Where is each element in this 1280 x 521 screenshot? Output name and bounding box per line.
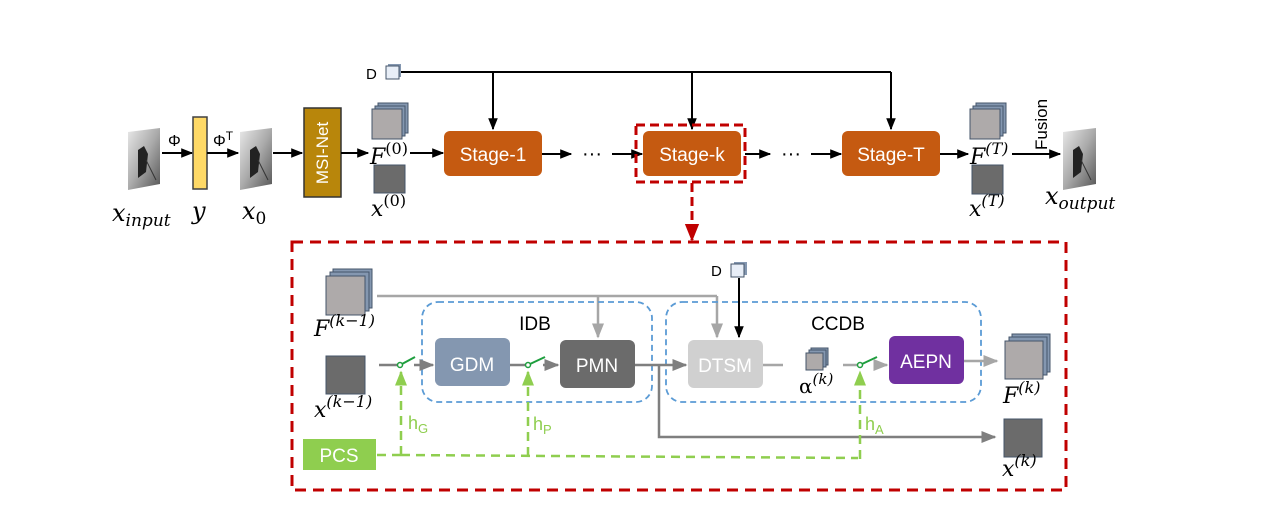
switch-p-lever[interactable] — [529, 356, 546, 365]
d-dictionary-icon — [385, 64, 401, 80]
stage-k-block[interactable] — [643, 131, 741, 176]
switch-p-pivot — [524, 361, 532, 369]
x-input-label: xinput — [112, 199, 171, 231]
fk-feature-stack-icon — [1004, 333, 1051, 380]
output-image — [1063, 128, 1096, 190]
x-prev-label: x(k−1) — [314, 392, 372, 423]
switch-a-lever[interactable] — [861, 356, 878, 365]
pcs-control-line — [377, 453, 859, 460]
switch-g-lever[interactable] — [401, 356, 416, 365]
gdm-block[interactable] — [435, 338, 510, 386]
pcs-label: PCS — [319, 446, 358, 467]
h-p-label: hP — [533, 414, 552, 437]
xt-label: x(T) — [969, 191, 1005, 222]
ccdb-label: CCDB — [811, 314, 865, 335]
idb-container — [421, 301, 653, 403]
phi-label: Φ — [168, 133, 181, 150]
msi-net-block — [303, 107, 342, 198]
pmn-block[interactable] — [560, 340, 635, 388]
input-image — [128, 128, 160, 190]
dtsm-block[interactable] — [688, 340, 763, 388]
stage-k-detail-panel — [290, 240, 1068, 492]
stage-t-block[interactable] — [842, 131, 940, 176]
alpha-feature-stack-icon — [805, 347, 829, 371]
f-prev-feature-stack-icon — [325, 268, 373, 316]
f-prev-label: F(k−1) — [313, 311, 375, 342]
x0-label: x0 — [242, 197, 266, 229]
phi-t-label: ΦT — [213, 129, 234, 150]
x-prev-state-icon — [325, 355, 366, 395]
alpha-label: α(k) — [799, 370, 833, 398]
f0-feature-stack-icon — [371, 102, 409, 140]
pmn-to-xk-route — [657, 365, 997, 443]
h-g-label: hG — [408, 413, 428, 436]
f0-label: F(0) — [369, 139, 408, 170]
pmn-label: PMN — [576, 356, 618, 377]
ellipsis-1: ··· — [582, 143, 602, 165]
d-detail-label: D — [711, 263, 722, 280]
xt-state-icon — [971, 164, 1004, 195]
h-a-label: hA — [865, 414, 884, 437]
y-measurement-block — [192, 116, 208, 190]
ccdb-container — [665, 301, 982, 403]
gdm-label: GDM — [450, 355, 494, 376]
xk-label: x(k) — [1002, 451, 1037, 482]
x-output-label: xoutput — [1045, 182, 1115, 214]
stage-1-label: Stage-1 — [460, 145, 527, 166]
switch-g-pivot — [396, 361, 404, 369]
dtsm-label: DTSM — [698, 356, 752, 377]
x0-state-icon — [373, 164, 406, 194]
ft-label: F(T) — [969, 139, 1008, 170]
pcs-block[interactable] — [303, 439, 376, 470]
stage-t-label: Stage-T — [857, 145, 925, 166]
xk-state-icon — [1003, 418, 1043, 458]
fk-label: F(k) — [1002, 378, 1040, 409]
d-detail-icon — [730, 262, 747, 278]
switch-a-pivot — [856, 361, 864, 369]
xk0-label: x(0) — [371, 191, 406, 222]
d-dictionary-label: D — [366, 66, 377, 83]
y-label: y — [191, 197, 206, 225]
x0-image — [240, 128, 272, 190]
fusion-label: Fusion — [1032, 99, 1051, 150]
stage-k-label: Stage-k — [659, 145, 725, 166]
ft-feature-stack-icon — [969, 102, 1007, 140]
aepn-label: AEPN — [900, 352, 952, 373]
idb-label: IDB — [519, 314, 551, 335]
msi-net-label: MSI-Net — [313, 122, 332, 185]
aepn-block[interactable] — [889, 336, 964, 384]
ellipsis-2: ··· — [781, 143, 801, 165]
stage-1-block[interactable] — [444, 131, 542, 176]
